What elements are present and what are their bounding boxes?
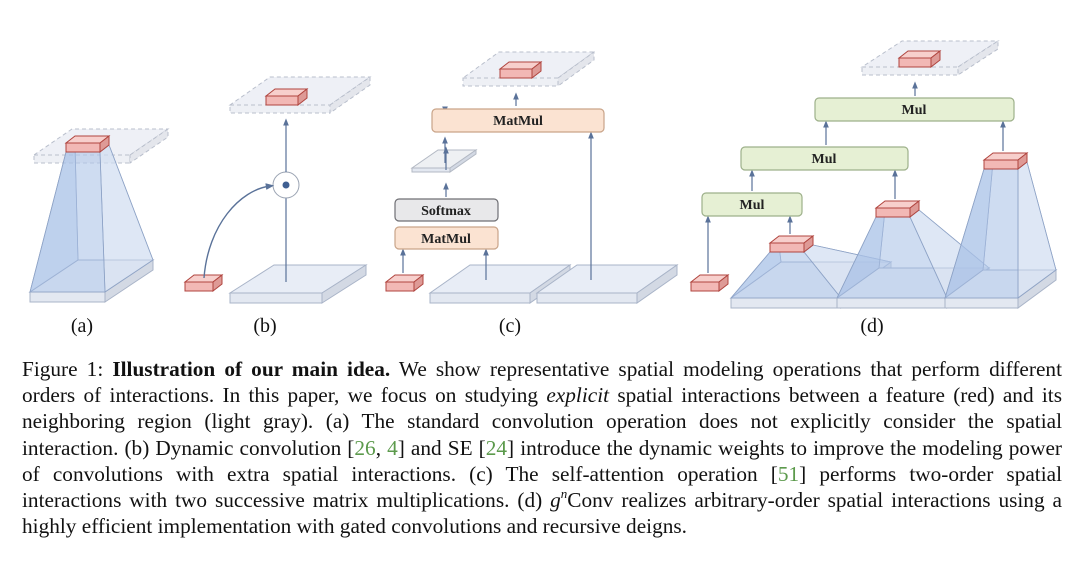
panel-d-input-feature-side xyxy=(718,273,729,293)
panel-c-key-plane-front xyxy=(429,292,531,304)
citation-link[interactable]: 51 xyxy=(777,461,800,486)
panel-c-query-feature-side xyxy=(413,273,424,293)
figure-caption: Figure 1: Illustration of our main idea.… xyxy=(22,356,1062,539)
caption-text: ] and SE [ xyxy=(397,435,486,460)
op-matmul-bottom-label: MatMul xyxy=(421,232,471,247)
caption-text: spatial interactions between a feature (… xyxy=(22,383,1063,460)
panel-c-output-plane-side xyxy=(557,51,595,87)
panel-d-output-feature-side xyxy=(930,49,941,69)
panel-d-cone-3-front-face xyxy=(944,168,1019,299)
panel-b-curved-arrow xyxy=(203,183,275,279)
panel-d-cone-2-apex-side xyxy=(909,199,920,219)
panel-d-cone-1-apex-side xyxy=(803,234,814,254)
panel-b-label: (b) xyxy=(253,315,276,337)
panel-b-output-plane-side xyxy=(329,76,371,114)
panel-c-value-plane-front xyxy=(536,292,638,304)
panel-c-output-plane-front xyxy=(462,77,559,87)
caption-text: , xyxy=(375,435,388,460)
caption-text: ] introduce the dynamic weights to impro… xyxy=(22,435,1062,486)
panel-d-cone-2-apex-front xyxy=(875,207,911,218)
panel-d-cone-1-base-front xyxy=(730,297,842,309)
panel-d-output-plane-side xyxy=(957,40,999,76)
panel-b-output-plane-front xyxy=(229,104,331,114)
gnconv-n: n xyxy=(560,486,568,502)
op-softmax-label: Softmax xyxy=(421,204,471,219)
op-softmax: Softmax xyxy=(394,198,499,222)
op-mul-bottom: Mul xyxy=(701,192,803,217)
panel-c-label: (c) xyxy=(499,315,521,337)
panel-b-output-feature-side xyxy=(297,87,308,107)
panel-d-cone-3-base-front xyxy=(944,297,1019,309)
gnconv-g: g xyxy=(550,488,561,513)
op-mul-mid: Mul xyxy=(740,146,909,171)
panel-c-query-feature-front xyxy=(385,281,415,292)
caption-prefix: Figure 1: xyxy=(22,357,113,381)
panel-b-input-feature-side xyxy=(212,273,223,293)
panel-b-output-feature-front xyxy=(265,95,299,106)
citation-link[interactable]: 4 xyxy=(387,435,398,460)
panel-b-input-plane-front xyxy=(229,292,323,304)
figure-diagram: MatMul Softmax MatMul Mul Mul Mul (a) (b… xyxy=(28,40,1058,337)
panel-d-input-feature-front xyxy=(690,281,720,292)
panel-a-label: (a) xyxy=(71,315,93,337)
panel-d-cone-3-apex-side xyxy=(1017,151,1028,171)
op-matmul-top-label: MatMul xyxy=(493,114,543,129)
op-mul-top: Mul xyxy=(814,97,1015,122)
citation-link[interactable]: 24 xyxy=(485,435,508,460)
caption-title: Illustration of our main idea. xyxy=(112,357,391,381)
panel-d-output-feature-front xyxy=(898,57,932,68)
panel-a-cone-apex-front xyxy=(65,142,101,153)
panel-c-output-feature-front xyxy=(499,68,533,79)
caption-text: Conv realizes arbitrary-order spatial in… xyxy=(22,488,1062,539)
panel-c-output-feature-side xyxy=(531,60,542,80)
op-mul-mid-label: Mul xyxy=(812,152,837,167)
caption-emphasis: explicit xyxy=(546,383,610,408)
op-mul-top-label: Mul xyxy=(902,103,927,118)
citation-link[interactable]: 26 xyxy=(354,435,376,460)
panel-a-cone-apex-side xyxy=(99,134,110,154)
panel-c-attention-map-side xyxy=(449,149,477,173)
caption-text: We show representative spatial modeling … xyxy=(22,357,1062,408)
panel-d-output-plane-front xyxy=(861,66,959,76)
panel-d-cone-2-base-front xyxy=(836,297,948,309)
panel-d-cone-3-apex-front xyxy=(983,159,1019,170)
panel-a-cone-front-face xyxy=(29,151,106,293)
op-matmul-top: MatMul xyxy=(431,108,605,133)
panel-b-input-plane-side xyxy=(321,264,367,304)
panel-c-value-plane-side xyxy=(636,264,678,304)
panel-c-attention-map-front xyxy=(411,167,451,173)
panel-d-cone-1-apex-front xyxy=(769,242,805,253)
op-matmul-bottom: MatMul xyxy=(394,226,499,250)
panel-b-multiply-dot xyxy=(282,181,290,189)
panel-b-input-feature-front xyxy=(184,281,214,292)
op-mul-bottom-label: Mul xyxy=(740,198,765,213)
caption-text: ] performs two-order spatial interaction… xyxy=(22,461,1062,513)
panel-a-cone-base-front xyxy=(29,291,106,303)
panel-d-label: (d) xyxy=(860,315,883,337)
panel-a-output-plane-side xyxy=(129,128,169,164)
